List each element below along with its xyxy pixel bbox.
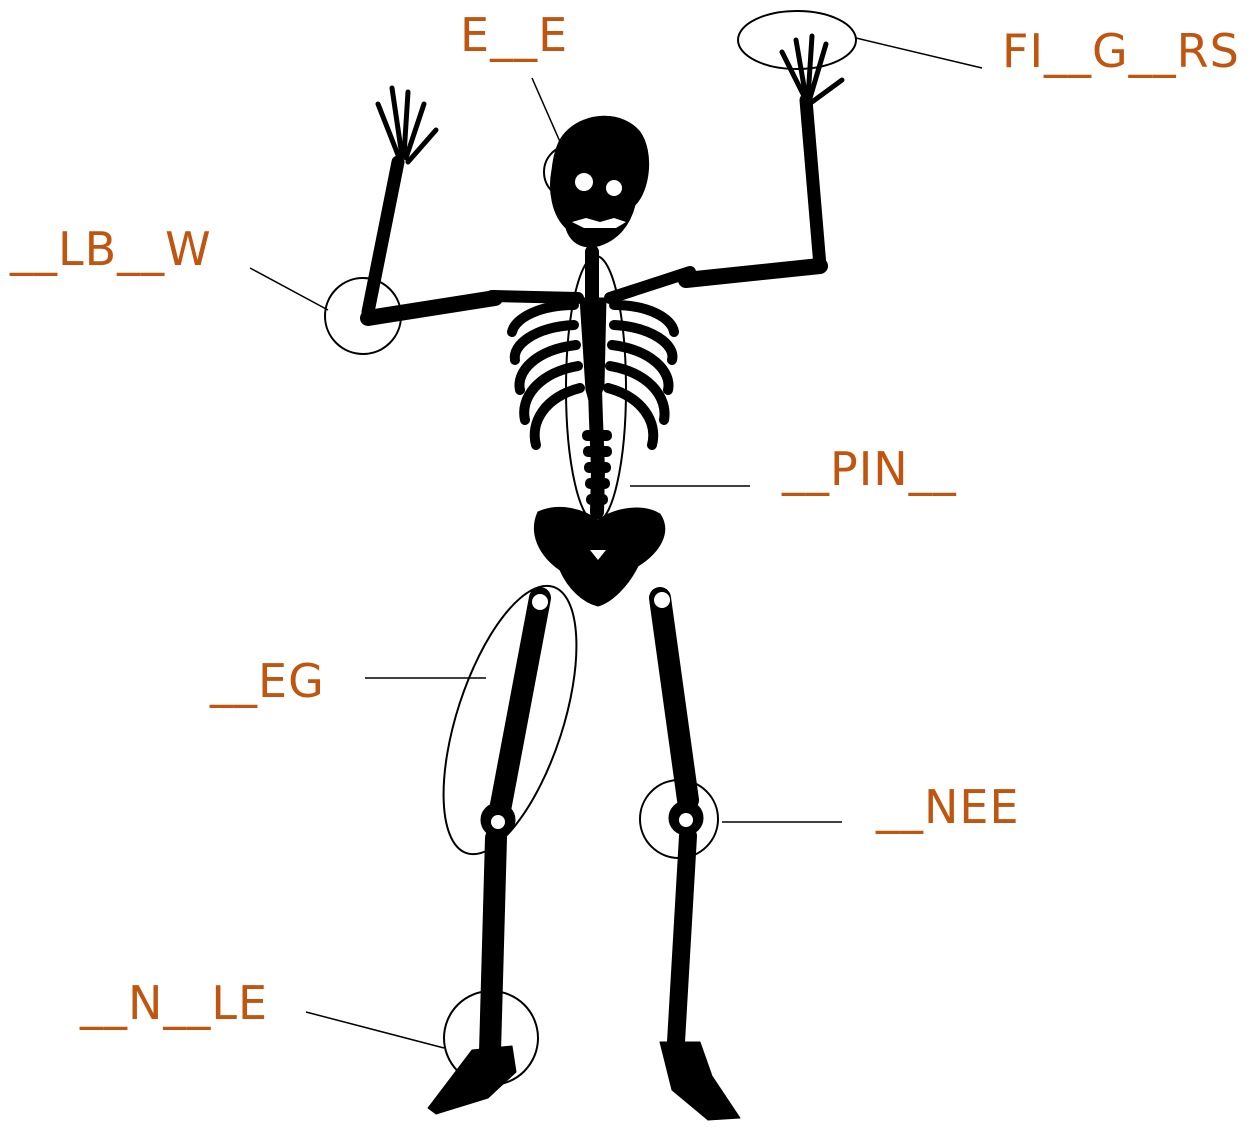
left-forearm [368,162,398,312]
right-foot [660,1042,740,1120]
left-hand [378,88,436,162]
eye-leader [532,78,568,160]
left-shin [490,838,496,1052]
left-upper-arm [368,298,495,318]
elbow-label: __LB__W [10,226,212,272]
fingers-leader [856,38,982,68]
ankle-label: __N__LE [80,980,268,1026]
left-femur [500,598,540,810]
eye-label: E__E [460,12,568,58]
leg-label: __EG [210,658,325,704]
left-clavicle [492,296,578,298]
spine-label: __PIN__ [782,446,957,492]
right-shin [676,836,688,1042]
right-clavicle [610,272,690,298]
right-forearm [806,100,820,266]
ankle-leader [306,1012,444,1048]
elbow-leader [250,268,328,310]
right-femur [660,598,688,800]
fingers-label: FI__G__RS [1002,28,1240,74]
right-upper-arm [686,266,820,280]
knee-label: __NEE [876,784,1020,830]
